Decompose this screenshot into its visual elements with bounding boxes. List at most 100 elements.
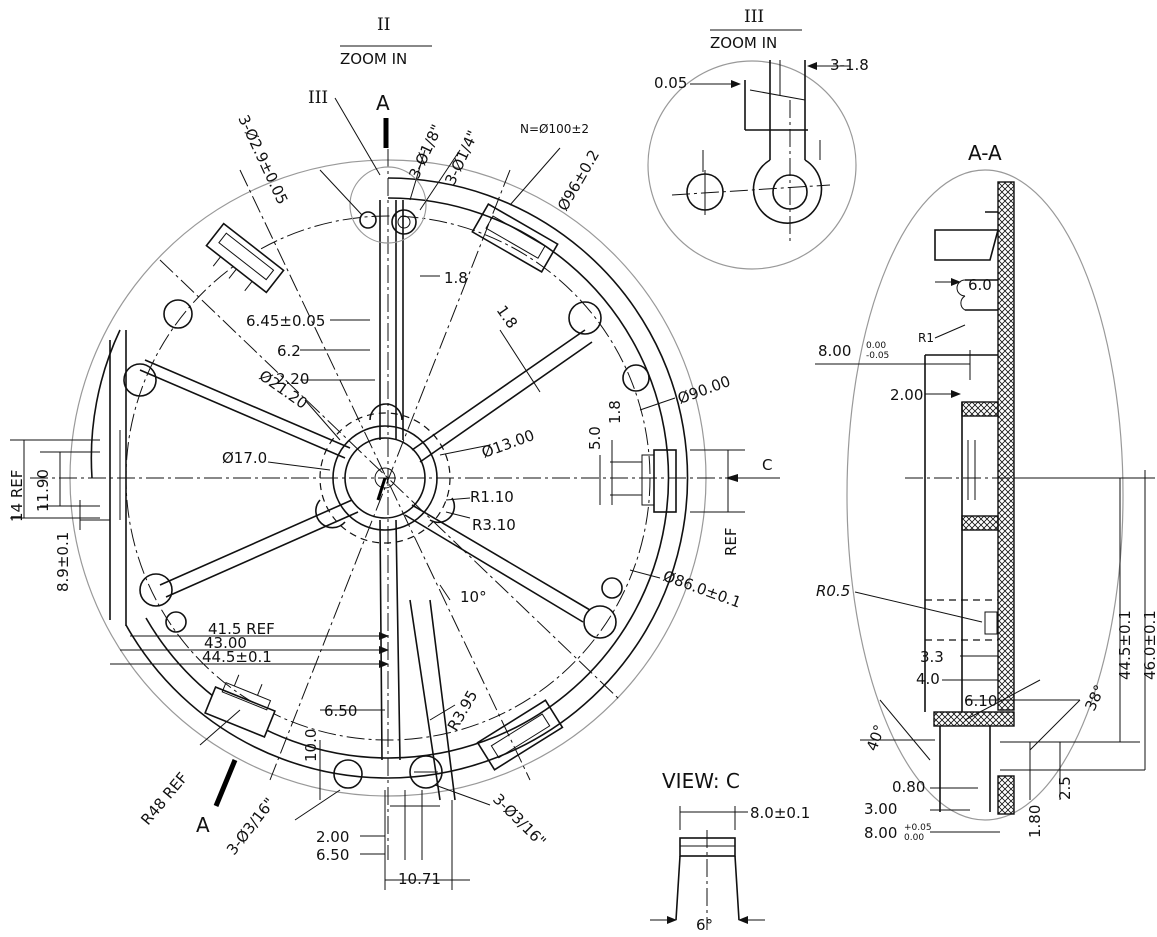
dim-l445: 44.5±0.1 (202, 648, 272, 666)
section-arrow-bottom (213, 759, 238, 807)
section-marker-bottom: A (196, 813, 210, 837)
dim-d316a: 3-Ø3/16" (223, 794, 279, 858)
hub-lobes (315, 403, 456, 529)
dim-d316b: 3-Ø3/16" (489, 790, 549, 850)
dim-w650b: 6.50 (316, 846, 349, 864)
dim-n100: N=Ø100±2 (520, 122, 589, 136)
dim-l415: 41.5 REF (208, 620, 275, 638)
dim-w10: 10.0 (302, 729, 320, 762)
dim-d170: Ø17.0 (222, 449, 267, 467)
section-a-a: A-A (815, 141, 1157, 843)
dim-d860: Ø86.0±0.1 (661, 567, 744, 612)
dim-d96: Ø96±0.2 (554, 147, 603, 214)
leaders (10, 147, 745, 890)
section-wall-hatch (997, 181, 1015, 711)
hub-inner-circle (344, 437, 426, 519)
zoom-iii-title: ZOOM IN (710, 34, 777, 52)
dim-s180: 1.80 (1026, 805, 1044, 838)
view-c-marker: C (762, 456, 772, 474)
dim-s800b-tol-up: +0.05 (904, 823, 932, 833)
dim-w18b: 1.8 (493, 302, 521, 332)
dim-s080: 0.80 (892, 778, 925, 796)
dim-s800b-tol-dn: 0.00 (904, 833, 924, 843)
hole-14in (391, 209, 417, 235)
plan-view: A A C II ZOOM IN III (8, 15, 780, 890)
left-rim-arc (90, 329, 121, 479)
dim-s300: 3.00 (864, 800, 897, 818)
dim-d14in: 3-Ø1/4" (441, 128, 482, 188)
dim-d29: 3-Ø2.9±0.05 (234, 112, 291, 207)
hub-pointer (376, 477, 387, 501)
dim-w645: 6.45±0.05 (246, 312, 325, 330)
section-base-hatch (933, 711, 1015, 727)
dim-r310: R3.10 (472, 516, 516, 534)
dim-z005: 0.05 (654, 74, 687, 92)
dim-w650a: 6.50 (324, 702, 357, 720)
dim-s60: 6.0 (968, 276, 992, 294)
dim-c6deg: 6° (696, 916, 713, 934)
dim-s200: 2.00 (890, 386, 923, 404)
dim-l14: 14 REF (8, 470, 26, 522)
dim-d18in: 3-Ø1/8" (405, 122, 446, 182)
dim-s38: 38° (1081, 682, 1109, 714)
dim-d9000: Ø90.00 (675, 372, 733, 408)
dim-s460: 46.0±0.1 (1141, 610, 1157, 680)
dim-r395: R3.95 (444, 687, 482, 734)
zoom-iii-view: III ZOOM IN 0.05 3-1.8 (647, 7, 869, 270)
dim-w50: 5.0 (586, 426, 604, 450)
dim-w200: 2.00 (316, 828, 349, 846)
hub-outer-circle (332, 425, 438, 531)
zoom-eyelet (752, 159, 823, 224)
dim-l4300: 43.00 (204, 634, 247, 652)
dim-l89: 8.9±0.1 (54, 532, 72, 592)
detail-marker: III (308, 88, 328, 108)
zoom-ii-roman: II (377, 15, 390, 35)
dim-w18c: 1.8 (606, 400, 624, 424)
dim-s800-tol-dn: -0.05 (866, 351, 889, 361)
dim-w18a: 1.8 (444, 269, 468, 287)
dim-z318: 3-1.8 (830, 56, 869, 74)
diagonal-center-line-1 (159, 259, 621, 701)
dim-s40: 4.0 (916, 670, 940, 688)
zoom-iii-circle (647, 60, 857, 270)
view-c-title: VIEW: C (662, 769, 740, 793)
dim-sr05: R0.5 (816, 582, 850, 600)
section-outline (846, 169, 1124, 821)
dim-l1190: 11.90 (34, 469, 52, 512)
dim-w1071: 10.71 (398, 870, 441, 888)
dim-s40deg: 40° (863, 722, 889, 753)
dim-d1300: Ø13.00 (479, 426, 537, 462)
zoom-ii-title: ZOOM IN (340, 50, 407, 68)
boss-holes (123, 299, 650, 789)
dim-w62: 6.2 (277, 342, 301, 360)
clip-features (204, 203, 677, 771)
outer-rim-arc (125, 177, 689, 779)
dim-ref-right: REF (722, 527, 740, 556)
hole-29 (359, 211, 377, 229)
dim-s800b: 8.00 (864, 824, 897, 842)
dim-s610: 6.10 (964, 692, 997, 710)
inner-rim-arc (145, 197, 670, 759)
dim-w220: 2.20 (276, 370, 309, 388)
section-title: A-A (968, 141, 1002, 165)
view-c: VIEW: C 8.0±0.1 6° (650, 769, 810, 934)
dim-s445: 44.5±0.1 (1116, 610, 1134, 680)
hub-hidden-circle (319, 412, 451, 544)
dim-sr1: R1 (918, 331, 934, 345)
dim-ang10: 10° (460, 588, 487, 606)
diagonal-center-line-2 (269, 169, 511, 781)
c-clip (653, 449, 677, 513)
hub-center-mark (374, 467, 396, 489)
dim-s33: 3.3 (920, 648, 944, 666)
dim-c80: 8.0±0.1 (750, 804, 810, 822)
detail-iii-callout (349, 166, 427, 244)
zoom-iii-roman: III (744, 7, 764, 27)
diagonal-center-line-3 (239, 169, 531, 781)
dim-s25: 2.5 (1056, 776, 1074, 800)
dim-s800-tol-up: 0.00 (866, 341, 886, 351)
dim-r48: R48 REF (137, 769, 191, 829)
section-marker-top: A (376, 91, 390, 115)
dim-r110: R1.10 (470, 488, 514, 506)
dim-s800: 8.00 (818, 342, 851, 360)
